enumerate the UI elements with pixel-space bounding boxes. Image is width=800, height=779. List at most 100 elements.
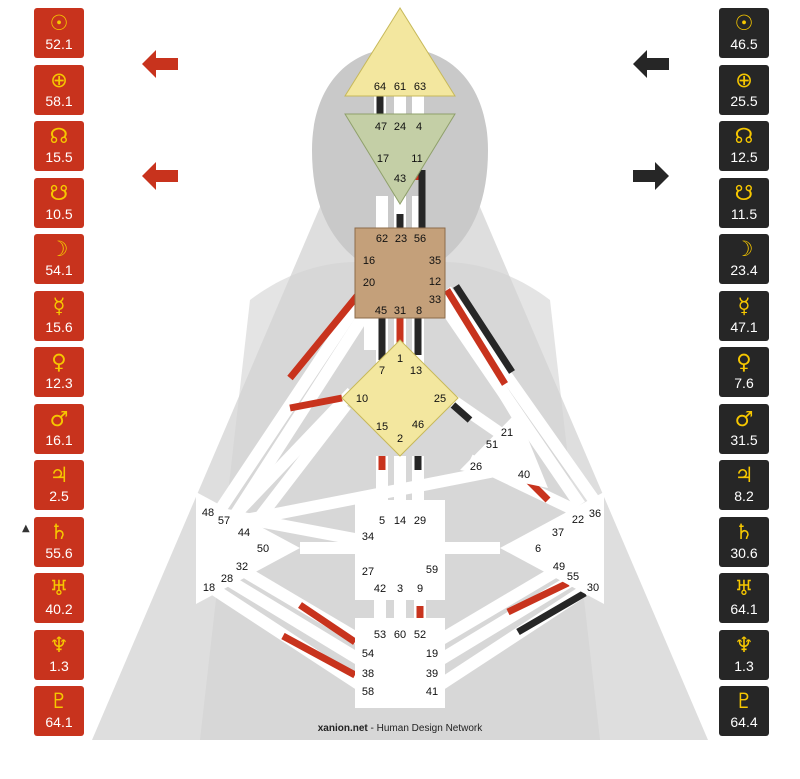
ajna-gate-number: 4: [416, 121, 422, 133]
throat-gate-number: 33: [429, 294, 441, 306]
earth-icon: ⊕: [50, 67, 68, 92]
neptune-icon: ♆: [49, 632, 69, 657]
spleen-gate-number: 48: [202, 507, 214, 519]
sacral-gate-number: 34: [362, 531, 374, 543]
design-planet-venus[interactable]: ♀12.3: [34, 347, 84, 397]
spleen-gate-number: 44: [238, 527, 250, 539]
design-planet-pluto[interactable]: ♇64.1: [34, 686, 84, 736]
design-planet-mercury[interactable]: ☿15.6: [34, 290, 84, 341]
personality-planet-jupiter[interactable]: ♃8.2: [719, 460, 769, 510]
design-planet-north-node[interactable]: ☊15.5: [34, 121, 84, 171]
neptune-icon: ♆: [734, 632, 754, 657]
design-planet-moon[interactable]: ☽54.1: [34, 234, 84, 284]
mercury-icon: ☿: [52, 293, 66, 318]
channel-path: [245, 401, 351, 534]
venus-icon: ♀: [51, 350, 67, 374]
mercury-icon: ☿: [737, 293, 751, 318]
design-planet-saturn[interactable]: ♄55.6▲: [22, 516, 84, 567]
heart-gate-number: 26: [470, 461, 482, 473]
planet-gate-value: 47.1: [730, 318, 758, 335]
personality-planet-sun[interactable]: ☉46.5: [719, 8, 769, 58]
planet-gate-value: 11.5: [730, 205, 758, 222]
south-node-icon: ☋: [49, 180, 69, 205]
personality-planet-neptune[interactable]: ♆1.3: [719, 629, 769, 680]
solar-plexus-gate-number: 55: [567, 571, 579, 583]
sacral-gate-number: 9: [417, 583, 423, 595]
throat-gate-number: 8: [416, 305, 422, 317]
mars-icon: ♂: [734, 406, 754, 431]
mars-icon: ♂: [49, 406, 69, 431]
head-center: [344, 7, 456, 97]
personality-planet-pluto[interactable]: ♇64.4: [719, 686, 769, 736]
planet-gate-value: 16.1: [45, 431, 73, 448]
root-gate-number: 58: [362, 686, 374, 698]
planet-gate-value: 55.6: [45, 544, 73, 561]
personality-planet-saturn[interactable]: ♄30.6: [719, 516, 769, 567]
design-planet-earth[interactable]: ⊕58.1: [34, 64, 84, 115]
planet-gate-value: 15.6: [45, 318, 73, 335]
solar-plexus-gate-number: 22: [572, 514, 584, 526]
spleen-center: [196, 492, 300, 604]
spleen-gate-number: 50: [257, 543, 269, 555]
personality-planet-mars[interactable]: ♂31.5: [719, 403, 769, 454]
throat-gate-number: 31: [394, 305, 406, 317]
design-arrow-left-icon: [142, 162, 178, 190]
personality-planet-earth[interactable]: ⊕25.5: [719, 64, 769, 115]
sacral-gate-number: 59: [426, 564, 438, 576]
sacral-gate-number: 14: [394, 515, 406, 527]
sacral-gate-number: 27: [362, 566, 374, 578]
g-gate-number: 2: [397, 433, 403, 445]
footer-credit: xanion.net - Human Design Network: [318, 723, 483, 734]
venus-icon: ♀: [736, 350, 752, 374]
personality-arrow-left-icon: [633, 50, 669, 78]
sacral-gate-number: 42: [374, 583, 386, 595]
solar-plexus-gate-number: 30: [587, 582, 599, 594]
throat-center: [354, 227, 446, 319]
design-planet-sun[interactable]: ☉52.1: [34, 8, 84, 58]
spleen-gate-number: 18: [203, 582, 215, 594]
moon-icon: ☽: [734, 237, 754, 261]
planet-gate-value: 40.2: [45, 601, 73, 617]
footer-text: - Human Design Network: [368, 723, 483, 734]
solar-plexus-gate-number: 36: [589, 508, 601, 520]
personality-planet-moon[interactable]: ☽23.4: [719, 234, 769, 284]
solar-plexus-gate-number: 37: [552, 527, 564, 539]
root-gate-number: 38: [362, 668, 374, 680]
design-planet-south-node[interactable]: ☋10.5: [34, 177, 84, 228]
sacral-gate-number: 29: [414, 515, 426, 527]
planet-gate-value: 64.1: [730, 601, 758, 617]
sacral-gate-number: 5: [379, 515, 385, 527]
heart-gate-number: 21: [501, 427, 513, 439]
uranus-icon: ♅: [734, 576, 754, 600]
sacral-center: [355, 500, 445, 600]
personality-planet-uranus[interactable]: ♅64.1: [719, 573, 769, 623]
throat-gate-number: 45: [375, 305, 387, 317]
personality-arrow-right-icon: [633, 162, 669, 190]
exaltation-triangle-icon: ▲: [22, 522, 30, 534]
root-gate-number: 41: [426, 686, 438, 698]
personality-planet-mercury[interactable]: ☿47.1: [719, 290, 769, 341]
design-activation: [298, 602, 357, 645]
design-planet-uranus[interactable]: ♅40.2: [34, 573, 84, 623]
spleen-gate-number: 57: [218, 515, 230, 527]
design-planet-mars[interactable]: ♂16.1: [34, 403, 84, 454]
personality-planet-venus[interactable]: ♀7.6: [719, 347, 769, 397]
design-planet-jupiter[interactable]: ♃2.5: [34, 460, 84, 510]
personality-planet-south-node[interactable]: ☋11.5: [719, 177, 769, 228]
design-planet-neptune[interactable]: ♆1.3: [34, 629, 84, 680]
g-gate-number: 7: [379, 365, 385, 377]
planet-gate-value: 1.3: [734, 657, 754, 674]
g-center: [341, 339, 459, 457]
pluto-icon: ♇: [734, 689, 754, 713]
personality-planet-north-node[interactable]: ☊12.5: [719, 121, 769, 171]
saturn-icon: ♄: [734, 519, 754, 544]
throat-gate-number: 16: [363, 255, 375, 267]
solar-plexus-gate-number: 49: [553, 561, 565, 573]
sun-icon: ☉: [734, 11, 754, 35]
solar-plexus-gate-number: 6: [535, 543, 541, 555]
planet-gate-value: 10.5: [45, 205, 73, 222]
channel-path: [216, 569, 364, 666]
planet-gate-value: 12.5: [730, 149, 758, 165]
